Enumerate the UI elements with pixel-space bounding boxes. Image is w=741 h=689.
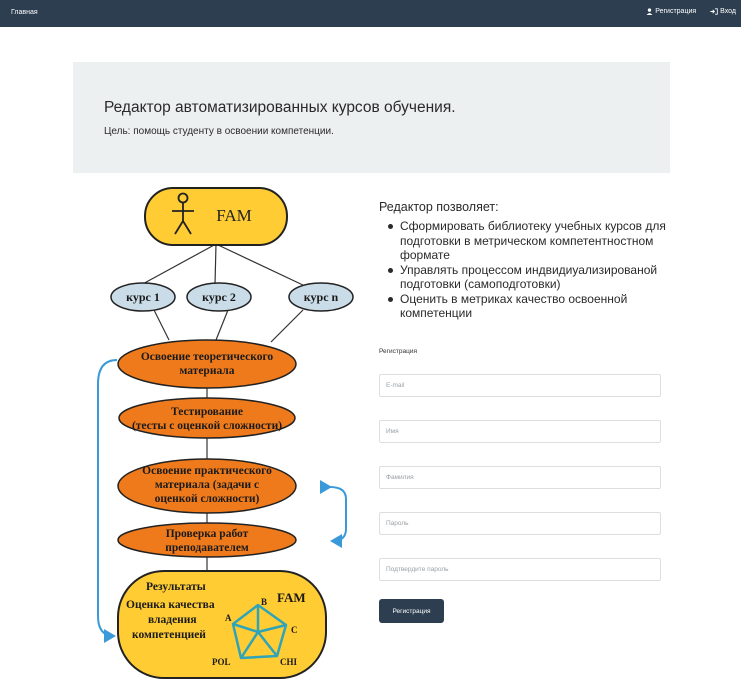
- nav-login-label: Вход: [720, 8, 736, 15]
- step-4-line-2: преподавателем: [165, 542, 249, 554]
- results-tag: FAM: [277, 590, 306, 605]
- step-3-line-3: оценкой сложности): [155, 493, 260, 505]
- hero-subtitle: Цель: помощь студенту в освоении компете…: [104, 126, 334, 137]
- left-loop-arrow: [97, 359, 118, 643]
- user-icon: [646, 8, 653, 15]
- results-line-4: компетенцией: [132, 629, 206, 641]
- nav-right: Регистрация Вход: [646, 8, 736, 15]
- features-title: Редактор позволяет:: [379, 200, 499, 214]
- top-navbar: Главная Регистрация Вход: [0, 0, 741, 27]
- actor-node: FAM: [144, 187, 288, 246]
- right-loop-arrow: [319, 479, 347, 548]
- stick-figure-icon: [172, 192, 194, 235]
- step-1-line-1: Освоение теоретического: [141, 351, 274, 363]
- nav-home-link[interactable]: Главная: [11, 9, 38, 16]
- surname-field[interactable]: [379, 466, 661, 489]
- radar-chart-icon: [231, 603, 288, 660]
- register-button[interactable]: Регистрация: [379, 599, 444, 623]
- step-3-line-1: Освоение практического: [142, 465, 272, 477]
- course-n-label: курс n: [304, 290, 339, 304]
- registration-label: Регистрация: [379, 348, 417, 355]
- course-2-label: курс 2: [202, 290, 236, 304]
- sign-in-icon: [710, 8, 718, 15]
- radar-label-chi: CHI: [280, 657, 298, 667]
- step-nodes: Освоение теоретического материала Тестир…: [117, 339, 297, 558]
- loop-arrows: [97, 359, 347, 643]
- password-field[interactable]: [379, 512, 661, 535]
- step-3-line-2: материала (задачи с: [155, 479, 259, 491]
- radar-label-pol: POL: [212, 657, 231, 667]
- feature-item: Сформировать библиотеку учебных курсов д…: [386, 219, 676, 263]
- step-1-line-2: материала: [179, 365, 234, 377]
- course-flow-svg: FAM курс 1 курс 2 курс n Освоение теорет…: [97, 187, 354, 679]
- course-flow-diagram: FAM курс 1 курс 2 курс n Освоение теорет…: [88, 184, 358, 684]
- confirm-password-field[interactable]: [379, 558, 661, 581]
- feature-item: Оценить в метриках качество освоенной ко…: [386, 292, 676, 321]
- feature-item: Управлять процессом индвидиуализированой…: [386, 263, 676, 292]
- nav-register-label: Регистрация: [655, 8, 697, 15]
- radar-label-b: B: [261, 597, 267, 607]
- name-field[interactable]: [379, 420, 661, 443]
- features-list: Сформировать библиотеку учебных курсов д…: [386, 219, 676, 321]
- actor-label: FAM: [216, 206, 252, 225]
- step-4-line-1: Проверка работ: [166, 528, 249, 540]
- results-line-3: владения: [148, 614, 197, 626]
- results-node: Результаты Оценка качества владения комп…: [117, 570, 327, 679]
- email-field[interactable]: [379, 374, 661, 397]
- diagram-connectors: [138, 243, 306, 570]
- step-2-line-2: (тесты с оценкой сложности): [132, 420, 282, 432]
- hero-jumbotron: Редактор автоматизированных курсов обуче…: [73, 62, 670, 173]
- course-1-label: курс 1: [126, 290, 160, 304]
- results-line-2: Оценка качества: [126, 599, 215, 611]
- radar-label-a: A: [225, 613, 232, 623]
- hero-title: Редактор автоматизированных курсов обуче…: [104, 99, 456, 116]
- nav-register-link[interactable]: Регистрация: [646, 8, 696, 15]
- step-2-line-1: Тестирование: [171, 406, 243, 418]
- radar-label-c: C: [291, 625, 298, 635]
- nav-login-link[interactable]: Вход: [710, 8, 736, 15]
- course-nodes: курс 1 курс 2 курс n: [110, 282, 354, 312]
- results-line-1: Результаты: [146, 581, 206, 593]
